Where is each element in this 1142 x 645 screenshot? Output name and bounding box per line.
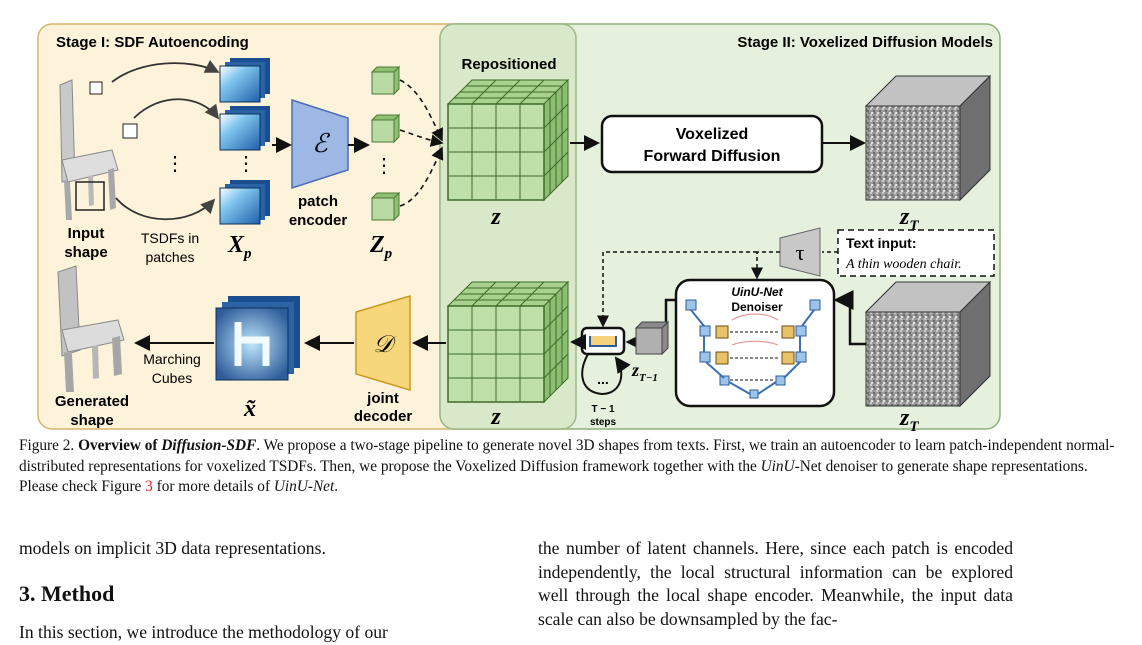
tau-symbol: τ [796, 240, 805, 265]
latent-patch-2 [370, 113, 401, 144]
joint-decoder-label-1: joint [366, 390, 399, 407]
tsdf-stack-2 [219, 106, 270, 151]
xtilde-label: x̃ [243, 396, 256, 422]
generated-label-1: Generated [55, 393, 129, 410]
zT1-label: zT−1 [631, 360, 658, 384]
text-input-box [837, 229, 995, 277]
text-input-value: A thin wooden chair. [845, 257, 962, 272]
joint-decoder-label-2: decoder [354, 408, 413, 425]
tsdf-label-2: patches [145, 249, 194, 265]
input-chair-image [59, 79, 119, 220]
caption-uinu2: UinU-Net [273, 478, 335, 495]
stage1-title: Stage I: SDF Autoencoding [56, 34, 249, 51]
caption-uinu1: UinU [760, 457, 795, 475]
forward-diffusion-label-2: Forward Diffusion [644, 148, 781, 165]
arrow-zT-to-unet [833, 290, 866, 346]
dashed-arrow-zp-1 [399, 79, 443, 142]
steps-label-2: steps [590, 417, 617, 428]
vdots-tsdf: ⋮ [236, 153, 256, 175]
caption-text1: . We propose a two-stage pipeline to gen… [19, 437, 1115, 475]
input-shape-label-2: shape [64, 244, 107, 261]
text-encoder-shape [779, 227, 821, 277]
stage2-title: Stage II: Voxelized Diffusion Models [737, 34, 993, 51]
generated-chair-image [57, 265, 125, 392]
latent-patch-3 [370, 191, 401, 222]
patch-arrow-1 [111, 59, 220, 83]
patch-arrow-3 [115, 197, 216, 221]
zT1-cube [634, 320, 670, 356]
section-title: 3. Method [19, 581, 115, 606]
unet-diagram [685, 299, 821, 399]
z-bottom-label: z [490, 404, 501, 430]
forward-diffusion-label-1: Voxelized [676, 126, 749, 143]
vdots-zp: ⋮ [374, 155, 394, 177]
zp-label: Zp [369, 232, 393, 262]
caption-text2: -Net denoiser to generate shape represen… [19, 457, 1088, 496]
right-column-text: the number of latent channels. Here, sin… [538, 538, 1013, 629]
unet-title-2: Denoiser [731, 300, 783, 314]
zT-top-noise-cube [864, 74, 992, 202]
unet-title-1: UinU-Net [731, 285, 783, 299]
caption-bold-italic: Diffusion-SDF [161, 437, 257, 454]
vdots-patches: ⋮ [165, 153, 185, 175]
patch-cube-1 [89, 81, 103, 95]
z-top-voxel-grid [446, 78, 570, 202]
patch-cube-3 [75, 181, 105, 211]
zT-bottom-noise-cube [864, 280, 992, 408]
zT-top-label: zT [899, 204, 919, 234]
caption-prefix: Figure 2. [19, 437, 75, 454]
dashed-arrow-zp-2 [399, 129, 444, 147]
marching-label-2: Cubes [152, 370, 192, 386]
steps-dots: ... [597, 371, 609, 387]
step-icon [589, 336, 617, 347]
patch-arrow-2 [133, 98, 220, 120]
overview-figure: Stage I: SDF Autoencoding Stage II: Voxe… [37, 23, 1001, 435]
patch-encoder-shape [291, 98, 349, 190]
z-bottom-voxel-grid [446, 280, 570, 404]
tsdf-stack-1 [219, 58, 270, 103]
unet-denoiser-box [674, 278, 836, 408]
tsdf-stack-3 [219, 180, 270, 225]
input-shape-label-1: Input [68, 225, 105, 242]
reconstructed-sdf-stack [215, 296, 300, 381]
joint-decoder-shape [355, 294, 411, 392]
generated-label-2: shape [70, 412, 113, 429]
dashed-arrow-zp-3 [399, 146, 444, 207]
z-top-label: z [490, 204, 501, 230]
latent-patch-1 [370, 65, 401, 96]
caption-text3: for more details of [152, 478, 274, 495]
text-input-title: Text input: [846, 235, 917, 251]
left-column-line: models on implicit 3D data representatio… [19, 538, 326, 558]
caption-text4: . [334, 478, 339, 495]
zT-bottom-label: zT [899, 405, 919, 435]
patch-encoder-label-1: patch [298, 193, 338, 210]
dashed-tau-to-step [597, 251, 757, 328]
tsdf-label-1: TSDFs in [141, 230, 199, 246]
figure-ref-link[interactable]: 3 [145, 478, 153, 495]
figure-caption: Figure 2. Overview of Diffusion-SDF. We … [19, 436, 1124, 498]
patch-encoder-label-2: encoder [289, 212, 348, 229]
repositioned-label: Repositioned [461, 56, 556, 73]
left-column-truncated: In this section, we introduce the method… [19, 622, 388, 642]
patch-cube-2 [122, 123, 138, 139]
steps-label-1: T − 1 [591, 404, 615, 415]
caption-bold: Overview of [78, 437, 158, 454]
xp-label: Xp [227, 232, 252, 262]
loop-arrow [581, 353, 631, 396]
marching-label-1: Marching [143, 351, 201, 367]
encoder-symbol: ℰ [312, 129, 330, 158]
